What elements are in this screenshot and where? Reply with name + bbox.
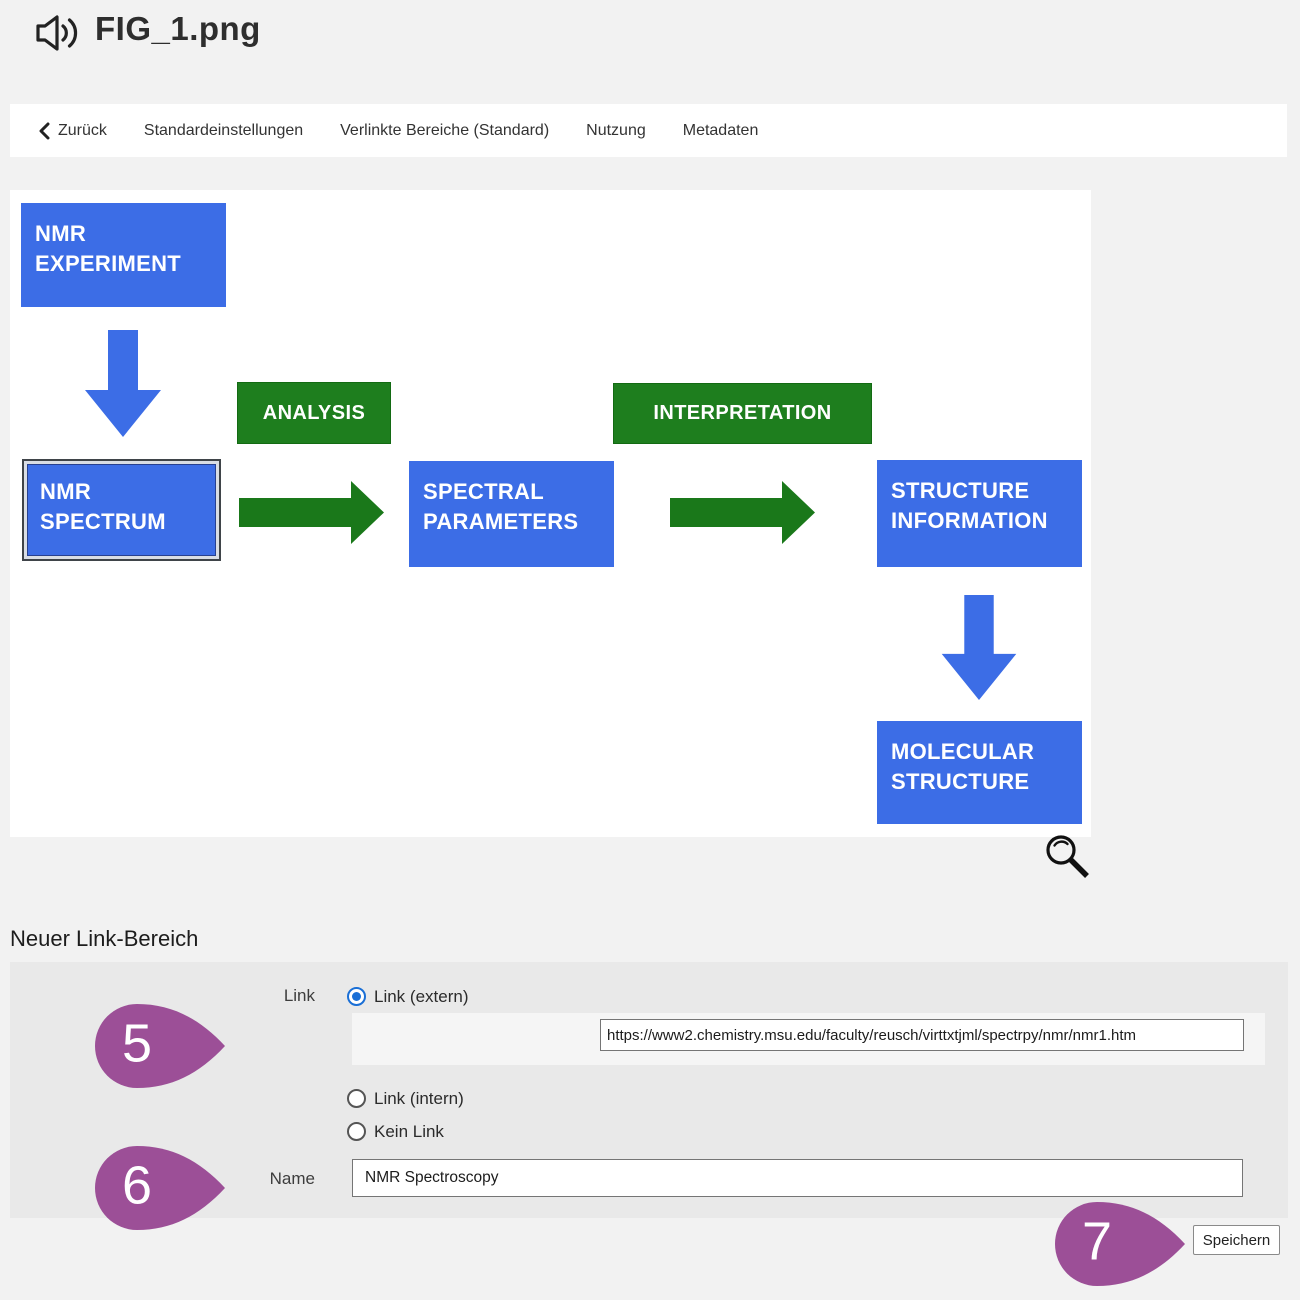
radio-link-extern[interactable] [347,987,366,1006]
annotation-number: 7 [1081,1211,1113,1272]
back-label: Zurück [58,121,107,139]
link-label: Link [283,986,315,1005]
nav-item-metadaten[interactable]: Metadaten [682,121,759,139]
arrow-right-icon [670,481,815,544]
annotation-pin-5: 5 [95,1004,227,1088]
url-input[interactable] [600,1019,1244,1051]
diagram-box-spectral-parameters: SPECTRAL PARAMETERS [409,461,614,567]
figure-preview[interactable]: NMR EXPERIMENT ANALYSIS NMR SPECTRUM SPE… [10,190,1091,837]
diagram-box-structure-information: STRUCTURE INFORMATION [877,460,1082,567]
annotation-pin-6: 6 [95,1146,227,1230]
back-button[interactable]: Zurück [38,122,107,140]
diagram-box-nmr-experiment: NMR EXPERIMENT [21,203,226,307]
page-title: FIG_1.png [95,10,261,47]
nav-item-nutzung[interactable]: Nutzung [586,121,646,139]
selected-link-region[interactable]: NMR SPECTRUM [22,459,221,561]
nav-item-standardeinstellungen[interactable]: Standardeinstellungen [143,121,304,139]
annotation-number: 6 [121,1155,153,1216]
nav-item-verlinkte-bereiche[interactable]: Verlinkte Bereiche (Standard) [340,121,550,139]
chevron-left-icon [39,122,50,139]
radio-kein-link-label: Kein Link [374,1122,444,1141]
diagram-box-analysis: ANALYSIS [237,382,391,444]
diagram-box-interpretation: INTERPRETATION [613,383,872,444]
annotation-number: 5 [121,1013,153,1074]
radio-link-extern-label: Link (extern) [374,987,469,1006]
name-label: Name [269,1169,315,1188]
speaker-icon [36,15,78,51]
arrow-down-icon [85,330,161,437]
toolbar: Zurück Standardeinstellungen Verlinkte B… [10,104,1287,157]
annotation-pin-7: 7 [1055,1202,1187,1286]
link-form: Link Link (extern) Link (intern) Kein Li… [10,962,1288,1230]
section-title: Neuer Link-Bereich [10,926,199,951]
arrow-down-icon [941,595,1017,700]
radio-link-intern-label: Link (intern) [374,1089,464,1108]
diagram-box-nmr-spectrum: NMR SPECTRUM [27,464,216,556]
name-input[interactable] [352,1159,1243,1197]
radio-link-intern[interactable] [347,1089,366,1108]
save-button[interactable]: Speichern [1193,1225,1280,1255]
radio-kein-link[interactable] [347,1122,366,1141]
magnifier-icon[interactable] [1044,834,1092,880]
diagram-box-molecular-structure: MOLECULAR STRUCTURE [877,721,1082,824]
arrow-right-icon [239,481,384,544]
